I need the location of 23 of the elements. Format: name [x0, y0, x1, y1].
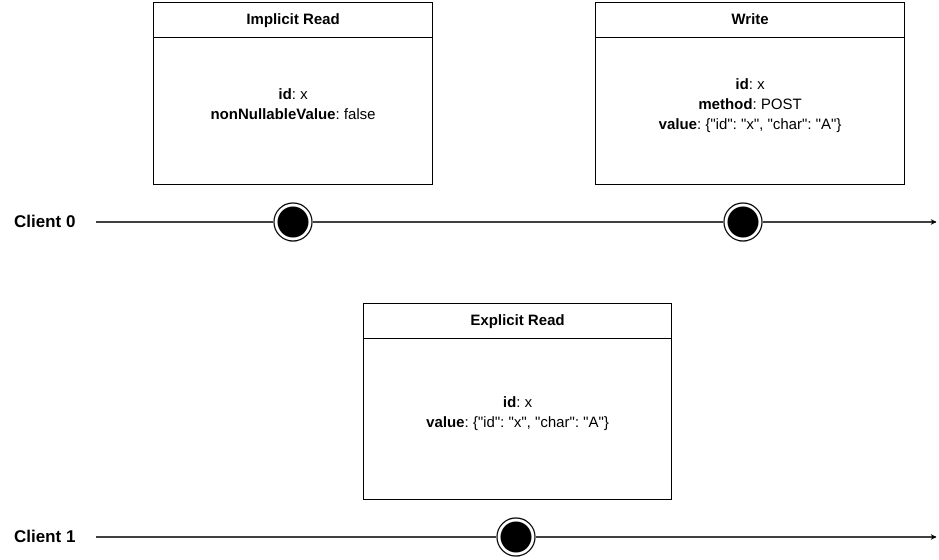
timeline-line	[96, 221, 273, 223]
card-title: Explicit Read	[364, 304, 671, 339]
card-title: Implicit Read	[154, 3, 432, 38]
client-label: Client 0	[14, 210, 96, 234]
event-card	[363, 303, 672, 500]
field-text: value: {"id": "x", "char": "A"}	[658, 115, 842, 135]
event-card	[153, 2, 433, 185]
field-text: value: {"id": "x", "char": "A"}	[426, 413, 609, 433]
client-label: Client 1	[14, 525, 96, 549]
timeline-line	[96, 536, 496, 538]
circle-marker	[496, 517, 536, 557]
card-title: Write	[596, 3, 904, 38]
field-text: id: x	[278, 85, 308, 105]
arrow	[763, 219, 937, 225]
timeline-line	[313, 221, 723, 223]
arrow	[536, 534, 937, 540]
circle-marker	[273, 202, 313, 242]
circle-marker	[723, 202, 763, 242]
field-text: id: x	[735, 75, 765, 95]
field-text: method: POST	[698, 95, 802, 115]
field-text: id: x	[502, 393, 532, 413]
field-text: nonNullableValue: false	[210, 105, 376, 125]
event-card	[595, 2, 905, 185]
